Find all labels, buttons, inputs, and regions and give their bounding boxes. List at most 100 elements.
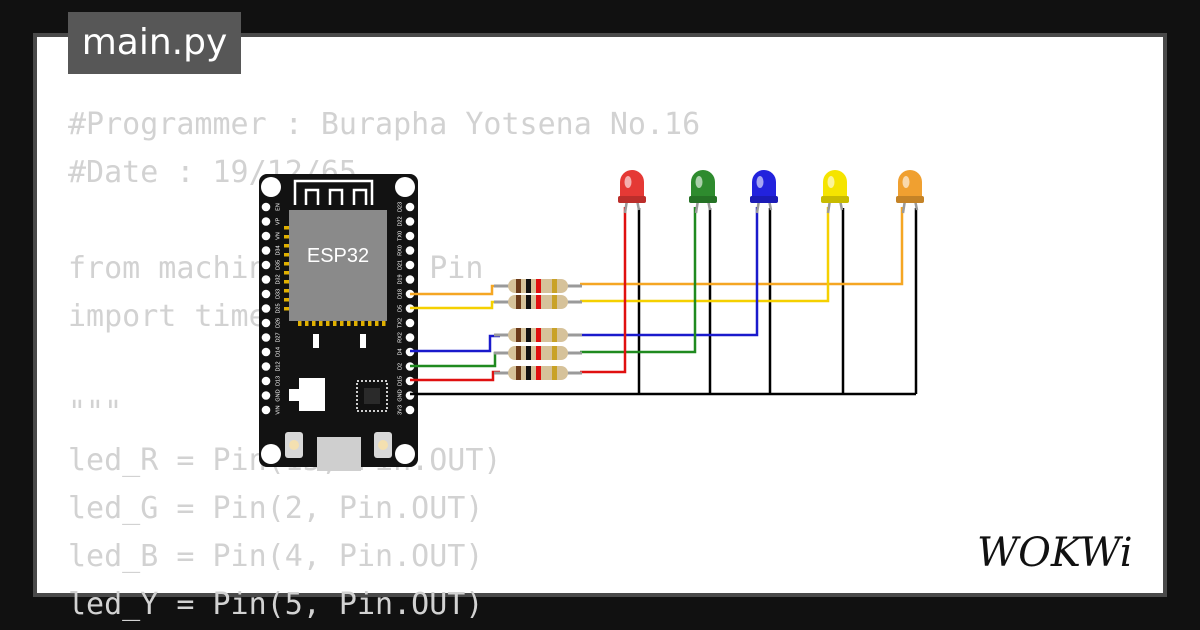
- led-base-shade: [821, 196, 849, 203]
- code-line: #Programmer : Burapha Yotsena No.16: [68, 107, 701, 142]
- pin-label: D13: [275, 376, 281, 386]
- resistors: [494, 279, 582, 380]
- header-pin[interactable]: [405, 260, 415, 270]
- module-pads: [284, 226, 386, 326]
- led-red[interactable]: [618, 170, 646, 214]
- header-pin[interactable]: [261, 405, 271, 415]
- pin-label: EN: [275, 203, 281, 211]
- resistor-band: [526, 295, 531, 309]
- header-pin[interactable]: [261, 217, 271, 226]
- module-pad: [340, 321, 344, 326]
- code-line: led_G = Pin(2, Pin.OUT): [68, 491, 484, 526]
- mount-hole-br: [395, 444, 415, 464]
- pin-label: VP: [275, 218, 281, 226]
- header-pin[interactable]: [261, 202, 271, 212]
- header-pin[interactable]: [261, 391, 271, 400]
- header-pin[interactable]: [405, 318, 415, 328]
- led-yellow[interactable]: [821, 170, 849, 214]
- pin-label: D14: [275, 347, 281, 357]
- header-pin[interactable]: [261, 289, 271, 299]
- smd-part-2: [360, 334, 366, 348]
- header-pin[interactable]: [261, 231, 271, 241]
- header-pin[interactable]: [261, 275, 271, 284]
- pin-label: D23: [397, 202, 403, 212]
- resistor-band: [536, 366, 541, 380]
- wire-blue-led: [580, 207, 759, 337]
- header-pin[interactable]: [405, 391, 415, 400]
- module-pad: [319, 321, 323, 326]
- module-pad: [284, 226, 289, 230]
- pin-label: TX2: [397, 318, 403, 328]
- header-pin[interactable]: [405, 333, 415, 342]
- header-pin[interactable]: [261, 376, 271, 386]
- resistor-band: [552, 328, 557, 342]
- module-pad: [326, 321, 330, 326]
- module-pad: [354, 321, 358, 326]
- module-pad: [284, 262, 289, 266]
- code-line: import time: [68, 299, 267, 334]
- led-base: [618, 196, 646, 203]
- wire-orange-led: [580, 207, 904, 286]
- usb-chip: [356, 380, 388, 412]
- header-pin[interactable]: [261, 318, 271, 328]
- header-pin[interactable]: [405, 217, 415, 226]
- resistor-band: [526, 366, 531, 380]
- file-tab[interactable]: main.py: [68, 12, 241, 74]
- pin-label: VIN: [275, 405, 281, 414]
- module-pad: [347, 321, 351, 326]
- leds: [618, 170, 924, 214]
- led-dome: [620, 170, 644, 200]
- module-pad: [284, 298, 289, 302]
- header-pin[interactable]: [405, 231, 415, 241]
- header-pin[interactable]: [261, 246, 271, 255]
- pin-label: GND: [275, 389, 281, 401]
- wokwi-logo-text: WOKWi: [977, 530, 1133, 576]
- resistor-band: [552, 366, 557, 380]
- module-pad: [284, 244, 289, 248]
- pin-label: D19: [397, 274, 403, 284]
- led-base: [821, 196, 849, 203]
- led-orange[interactable]: [896, 170, 924, 214]
- header-pin[interactable]: [405, 202, 415, 212]
- header-pin[interactable]: [261, 304, 271, 313]
- header-pin[interactable]: [261, 347, 271, 357]
- code-panel: #Programmer : Burapha Yotsena No.16#Date…: [37, 37, 1163, 622]
- led-blue[interactable]: [750, 170, 778, 214]
- header-pin[interactable]: [405, 246, 415, 255]
- en-button-cap: [289, 440, 299, 450]
- boot-button-cap: [378, 440, 388, 450]
- led-green[interactable]: [689, 170, 717, 214]
- mount-hole-bl: [261, 444, 281, 464]
- pin-label: D4: [397, 348, 403, 355]
- resistor-band: [536, 295, 541, 309]
- resistor-band: [516, 328, 521, 342]
- wire-green-led: [580, 207, 697, 354]
- wire-red-led: [580, 207, 627, 374]
- esp32-board[interactable]: ESP32 ENVPVND34D35D32D33D25D26D27D14D12D…: [259, 174, 418, 471]
- resistor-band: [516, 295, 521, 309]
- antenna-trace: [293, 179, 374, 205]
- resistor-band: [552, 279, 557, 293]
- module-pad: [382, 321, 386, 326]
- led-base-shade: [750, 196, 778, 203]
- usb-connector: [317, 437, 361, 471]
- header-pin[interactable]: [261, 333, 271, 342]
- header-pin[interactable]: [261, 362, 271, 371]
- led-dome: [752, 170, 776, 200]
- wire-red-pin: [410, 370, 500, 382]
- header-pin[interactable]: [261, 260, 271, 270]
- led-base-shade: [618, 196, 646, 203]
- pin-label: D18: [397, 289, 403, 299]
- pin-label: D32: [275, 274, 281, 284]
- header-pin[interactable]: [405, 405, 415, 415]
- wire-green-pin: [410, 351, 500, 368]
- header-pin[interactable]: [405, 275, 415, 284]
- module-pad: [368, 321, 372, 326]
- resistor-band: [536, 346, 541, 360]
- led-base-shade: [689, 196, 717, 203]
- resistor-band: [552, 295, 557, 309]
- pin-label: RX2: [397, 332, 403, 343]
- led-highlight: [827, 176, 835, 188]
- code-line: """: [68, 395, 123, 430]
